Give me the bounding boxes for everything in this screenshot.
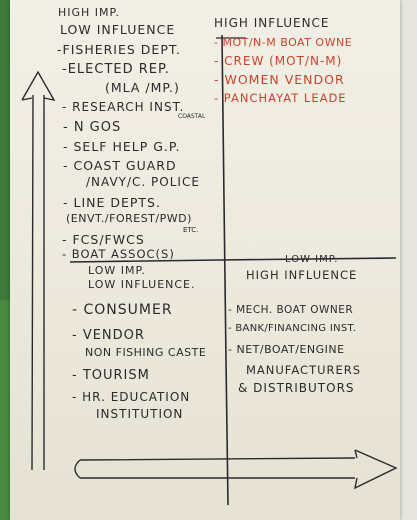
top-left-item-10: (ENVT./FOREST/PWD) [66, 212, 192, 225]
vertical-divider-line [221, 34, 229, 506]
top-left-item-7: - COAST GUARD [63, 158, 177, 173]
bottom-right-item-1: - MECH. BOAT OWNER [228, 304, 354, 316]
bottom-left-item-3: NON FISHING CASTE [85, 346, 207, 359]
top-right-item-2: - CREW (MOT/N-M) [214, 54, 343, 68]
top-left-item-6: - SELF HELP G.P. [63, 139, 181, 154]
y-axis-arrow [21, 70, 56, 471]
top-left-header-line1: HIGH IMP. [58, 6, 120, 19]
top-right-item-1: - MOT/N-M BOAT OWNE [214, 36, 353, 49]
bottom-left-item-4: - TOURISM [72, 368, 150, 383]
bottom-right-item-2: - BANK/FINANCING INST. [228, 323, 357, 334]
top-left-item-11: - FCS/FWCS [62, 232, 145, 247]
bottom-left-header-line2: LOW INFLUENCE. [88, 278, 196, 291]
top-left-item-9: - LINE DEPTS. [63, 195, 161, 210]
bottom-left-header-line1: LOW IMP. [88, 264, 146, 277]
top-left-item-12: - BOAT ASSOC(S) [62, 247, 175, 261]
top-left-item-1: -FISHERIES DEPT. [57, 42, 181, 57]
bottom-left-item-2: - VENDOR [72, 328, 145, 343]
x-axis-arrow [74, 449, 398, 490]
etc-note: ETC. [183, 226, 199, 234]
top-left-item-8: /NAVY/C. POLICE [86, 175, 200, 189]
top-left-item-2: -ELECTED REP. [62, 62, 170, 77]
bottom-left-item-5: - HR. EDUCATION [72, 390, 191, 404]
horizontal-divider-line [69, 257, 397, 263]
bottom-left-item-1: - CONSUMER [72, 302, 173, 318]
top-left-item-4: - RESEARCH INST. [62, 100, 185, 114]
bottom-right-item-5: & DISTRIBUTORS [238, 381, 355, 395]
bottom-right-header-line1: LOW IMP. [285, 254, 339, 265]
top-right-header: HIGH INFLUENCE [214, 16, 330, 30]
coastal-small-note: COASTAL [178, 113, 206, 120]
background-wall-right [395, 0, 417, 520]
bottom-right-header-line2: HIGH INFLUENCE [246, 268, 358, 282]
top-left-header-line2: LOW INFLUENCE [60, 22, 176, 37]
top-left-item-3: (MLA /MP.) [105, 80, 180, 95]
top-right-item-4: - PANCHAYAT LEADE [214, 91, 347, 105]
top-left-item-5: - N GOs [63, 120, 122, 135]
bottom-right-item-3: - NET/BOAT/ENGINE [228, 343, 345, 356]
top-right-item-3: - WOMEN VENDOR [214, 72, 345, 87]
bottom-left-item-6: INSTITUTION [96, 407, 184, 421]
bottom-right-item-4: MANUFACTURERS [246, 363, 362, 377]
